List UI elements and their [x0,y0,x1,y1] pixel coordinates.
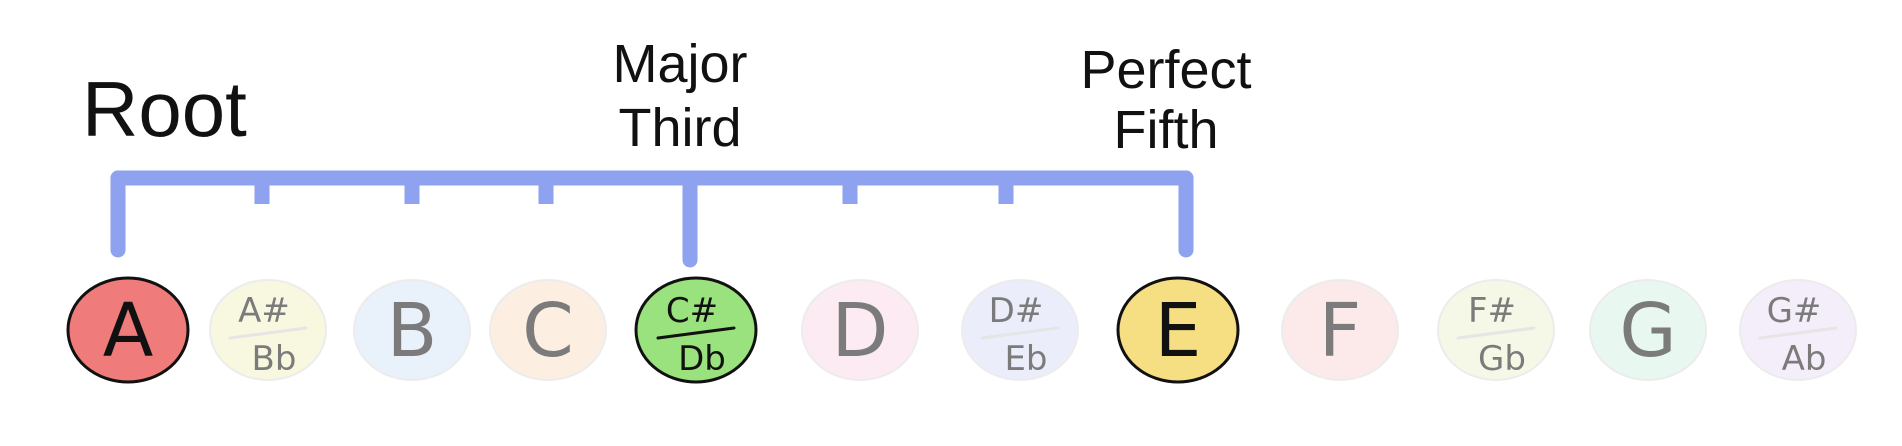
note-circle [1437,279,1555,381]
note-label-top: D# [989,291,1044,331]
note-dsharp-eb: D# Eb [961,279,1079,381]
note-circle [1739,279,1857,381]
note-label: F [1319,288,1362,374]
perfect-fifth-label-line2: Fifth [1113,100,1218,160]
note-divider [228,326,308,340]
note-circle [801,279,919,381]
note-b: B [353,279,471,381]
note-circle [353,279,471,381]
note-label: D [832,288,889,374]
note-label-top: F# [1468,291,1516,331]
note-label-bottom: Eb [1004,339,1047,379]
note-label-bottom: Ab [1782,339,1827,379]
note-d: D [801,279,919,381]
note-label: G [1619,288,1676,374]
note-divider [656,326,736,340]
note-label-top: C# [666,291,718,331]
note-label: E [1155,288,1202,374]
note-divider [980,326,1060,340]
major-third-label-line1: Major [612,34,747,94]
note-circle [634,276,758,384]
note-label-bottom: Gb [1478,339,1526,379]
note-divider [1456,326,1536,340]
note-label-top: G# [1767,291,1822,331]
note-label-bottom: Db [678,339,726,379]
note-e: E [1116,276,1240,384]
note-circle [489,279,607,381]
note-fsharp-gb: F# Gb [1437,279,1555,381]
note-circle [961,279,1079,381]
note-asharp-bb: A# Bb [209,279,327,381]
note-circle [1589,279,1707,381]
root-label: Root [82,65,247,153]
note-divider [1758,326,1838,340]
note-label: C [522,288,574,374]
note-circle [1116,276,1240,384]
note-f: F [1281,279,1399,381]
note-circle [209,279,327,381]
note-label-bottom: Bb [252,339,297,379]
note-c: C [489,279,607,381]
interval-bracket [110,170,1194,268]
note-label-top: A# [238,291,290,331]
note-a: A [66,276,190,384]
note-gsharp-ab: G# Ab [1739,279,1857,381]
major-third-label-line2: Third [618,98,741,158]
note-label: A [103,288,154,374]
note-label: B [387,288,438,374]
note-circle [1281,279,1399,381]
note-csharp-db: C# Db [634,276,758,384]
perfect-fifth-label-line1: Perfect [1080,40,1251,100]
note-circle [66,276,190,384]
note-g: G [1589,279,1707,381]
